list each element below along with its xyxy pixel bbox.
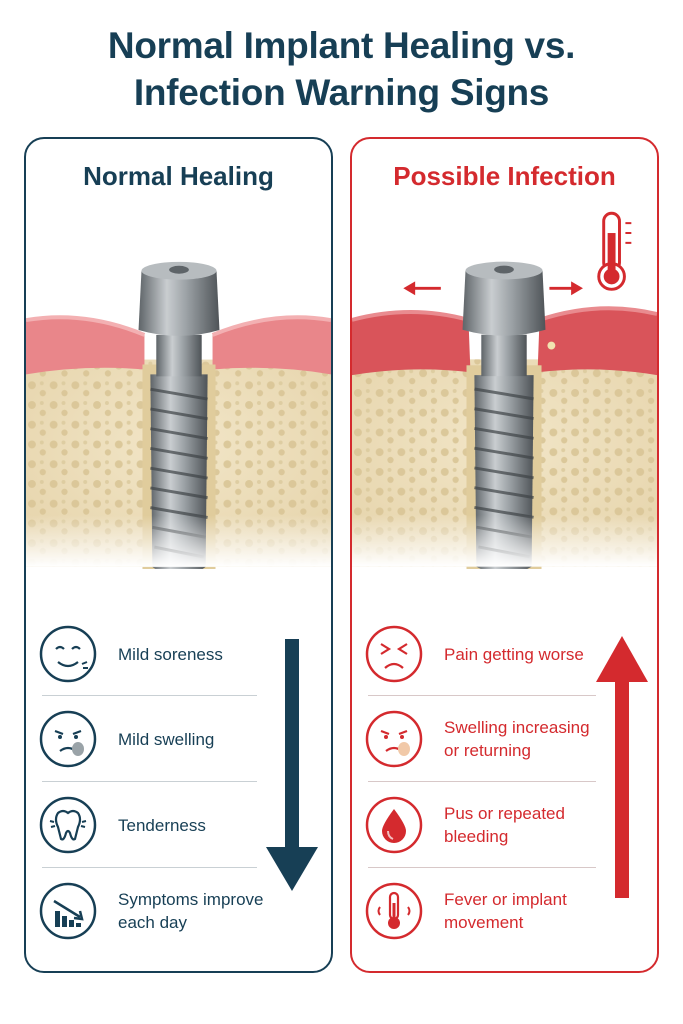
item-label: Swelling increasing or returning [444,718,590,760]
divider [368,781,596,782]
swollen-face-icon [365,710,423,768]
declining-chart-icon [39,882,97,940]
divider [42,695,257,696]
item-label: Tenderness [118,815,206,835]
item-label: Pain getting worse [444,644,584,664]
list-item: Pain getting worse [352,611,657,697]
healthy-implant-illustration [26,261,331,569]
divider [42,781,257,782]
item-label: Pus or repeated bleeding [444,804,565,846]
down-arrow [266,639,318,891]
title-line-2: Infection Warning Signs [133,72,550,113]
page-title: Normal Implant Healing vs. Infection War… [0,22,683,116]
list-item: Mild soreness [26,611,331,697]
list-item: Pus or repeated bleeding [352,782,657,868]
possible-infection-panel: Possible Infection [350,137,659,973]
divider [42,867,257,868]
smiling-face-icon [39,625,97,683]
thermometer-icon [597,211,632,291]
thermometer-icon [365,882,423,940]
list-item: Swelling increasing or returning [352,696,657,782]
list-item: Symptoms improve each day [26,868,331,954]
normal-healing-panel: Normal Healing [24,137,333,973]
title-line-1: Normal Implant Healing vs. [107,25,576,66]
infected-implant-illustration [352,211,657,569]
item-label: Symptoms improve each day [118,890,264,932]
up-arrow [596,636,648,898]
divider [368,695,596,696]
item-label: Mild swelling [118,729,215,749]
item-label: Mild soreness [118,644,223,664]
item-label: Fever or implant movement [444,890,567,932]
list-item: Fever or implant movement [352,868,657,954]
possible-infection-heading: Possible Infection [393,161,616,191]
list-item: Mild swelling [26,696,331,782]
tooth-icon [39,796,97,854]
list-item: Tenderness [26,782,331,868]
blood-drop-icon [365,796,423,854]
divider [368,867,596,868]
normal-healing-heading: Normal Healing [83,161,274,191]
swollen-face-icon [39,710,97,768]
pained-face-icon [365,625,423,683]
